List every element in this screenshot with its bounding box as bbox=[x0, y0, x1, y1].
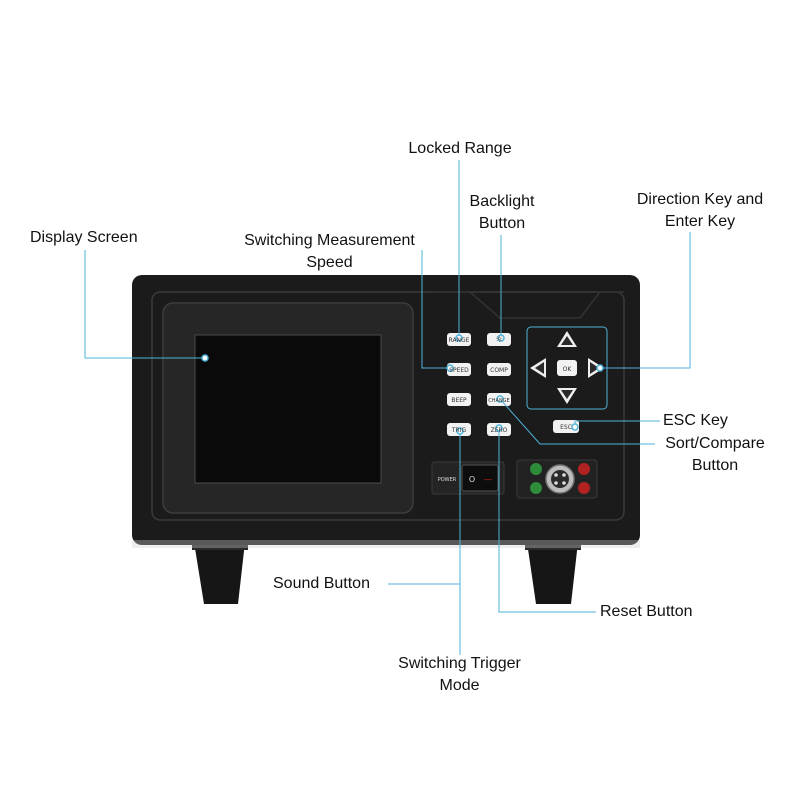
reset-button-text: Reset Button bbox=[600, 603, 693, 620]
power-switch[interactable] bbox=[431, 461, 505, 495]
switch-speed-text-2: Speed bbox=[306, 254, 353, 271]
callout-sort-compare: Sort/Compare Button bbox=[655, 433, 775, 477]
device-stand-left bbox=[192, 540, 248, 604]
ok-key[interactable] bbox=[557, 360, 577, 376]
arrow-right-icon[interactable] bbox=[588, 358, 604, 378]
esc-key-text: ESC Key bbox=[663, 412, 728, 429]
key-speed-label: SPEED bbox=[449, 367, 469, 374]
switch-on-mark: O bbox=[469, 475, 475, 484]
esc-key-label: ESC bbox=[560, 424, 572, 431]
direction-text-2: Enter Key bbox=[664, 213, 736, 230]
display-screen bbox=[194, 334, 382, 484]
device-panel bbox=[151, 291, 625, 521]
callout-trigger-mode: Switching Trigger Mode bbox=[372, 653, 547, 697]
callout-locked-range: Locked Range bbox=[390, 138, 530, 160]
sort-compare-text-2: Button bbox=[691, 457, 739, 474]
display-screen-text: Display Screen bbox=[30, 229, 138, 246]
device-stand-right bbox=[525, 540, 581, 604]
direction-text-1: Direction Key and bbox=[636, 191, 764, 208]
trigger-text-1: Switching Trigger bbox=[398, 655, 521, 672]
key-comp[interactable] bbox=[487, 363, 511, 376]
ok-key-label: OK bbox=[563, 366, 573, 373]
power-label: POWER bbox=[438, 477, 457, 483]
key-trig-label: TRIG bbox=[451, 427, 467, 434]
locked-range-text: Locked Range bbox=[408, 140, 512, 157]
key-beep-label: BEEP bbox=[451, 397, 467, 404]
arrow-down-icon[interactable] bbox=[557, 388, 577, 404]
switch-speed-text-1: Switching Measurement bbox=[244, 232, 415, 249]
key-comp-label: COMP bbox=[490, 367, 508, 374]
key-backlight-label: ☼ bbox=[495, 335, 503, 345]
backlight-text-2: Button bbox=[478, 215, 526, 232]
trigger-text-2: Mode bbox=[439, 677, 480, 694]
sort-compare-text-1: Sort/Compare bbox=[665, 435, 765, 452]
switch-off-mark: — bbox=[484, 475, 492, 484]
callout-reset-button: Reset Button bbox=[600, 601, 693, 623]
key-zero-label: ZERO bbox=[491, 427, 508, 434]
sound-button-text: Sound Button bbox=[273, 575, 370, 592]
callout-direction-key: Direction Key and Enter Key bbox=[620, 189, 780, 233]
callout-sound-button: Sound Button bbox=[273, 573, 370, 595]
key-beep[interactable] bbox=[447, 393, 471, 406]
callout-backlight: Backlight Button bbox=[447, 191, 557, 235]
callout-dots bbox=[201, 334, 604, 435]
key-range-label: RANGE bbox=[449, 337, 470, 344]
arrow-up-icon[interactable] bbox=[557, 331, 577, 347]
arrow-left-icon[interactable] bbox=[530, 358, 546, 378]
backlight-text-1: Backlight bbox=[469, 193, 535, 210]
callout-switching-speed: Switching Measurement Speed bbox=[222, 230, 437, 274]
test-port-panel bbox=[516, 459, 598, 499]
callout-esc-key: ESC Key bbox=[663, 410, 728, 432]
key-change-label: CHANGE bbox=[488, 398, 509, 404]
callout-display-screen: Display Screen bbox=[30, 227, 138, 249]
